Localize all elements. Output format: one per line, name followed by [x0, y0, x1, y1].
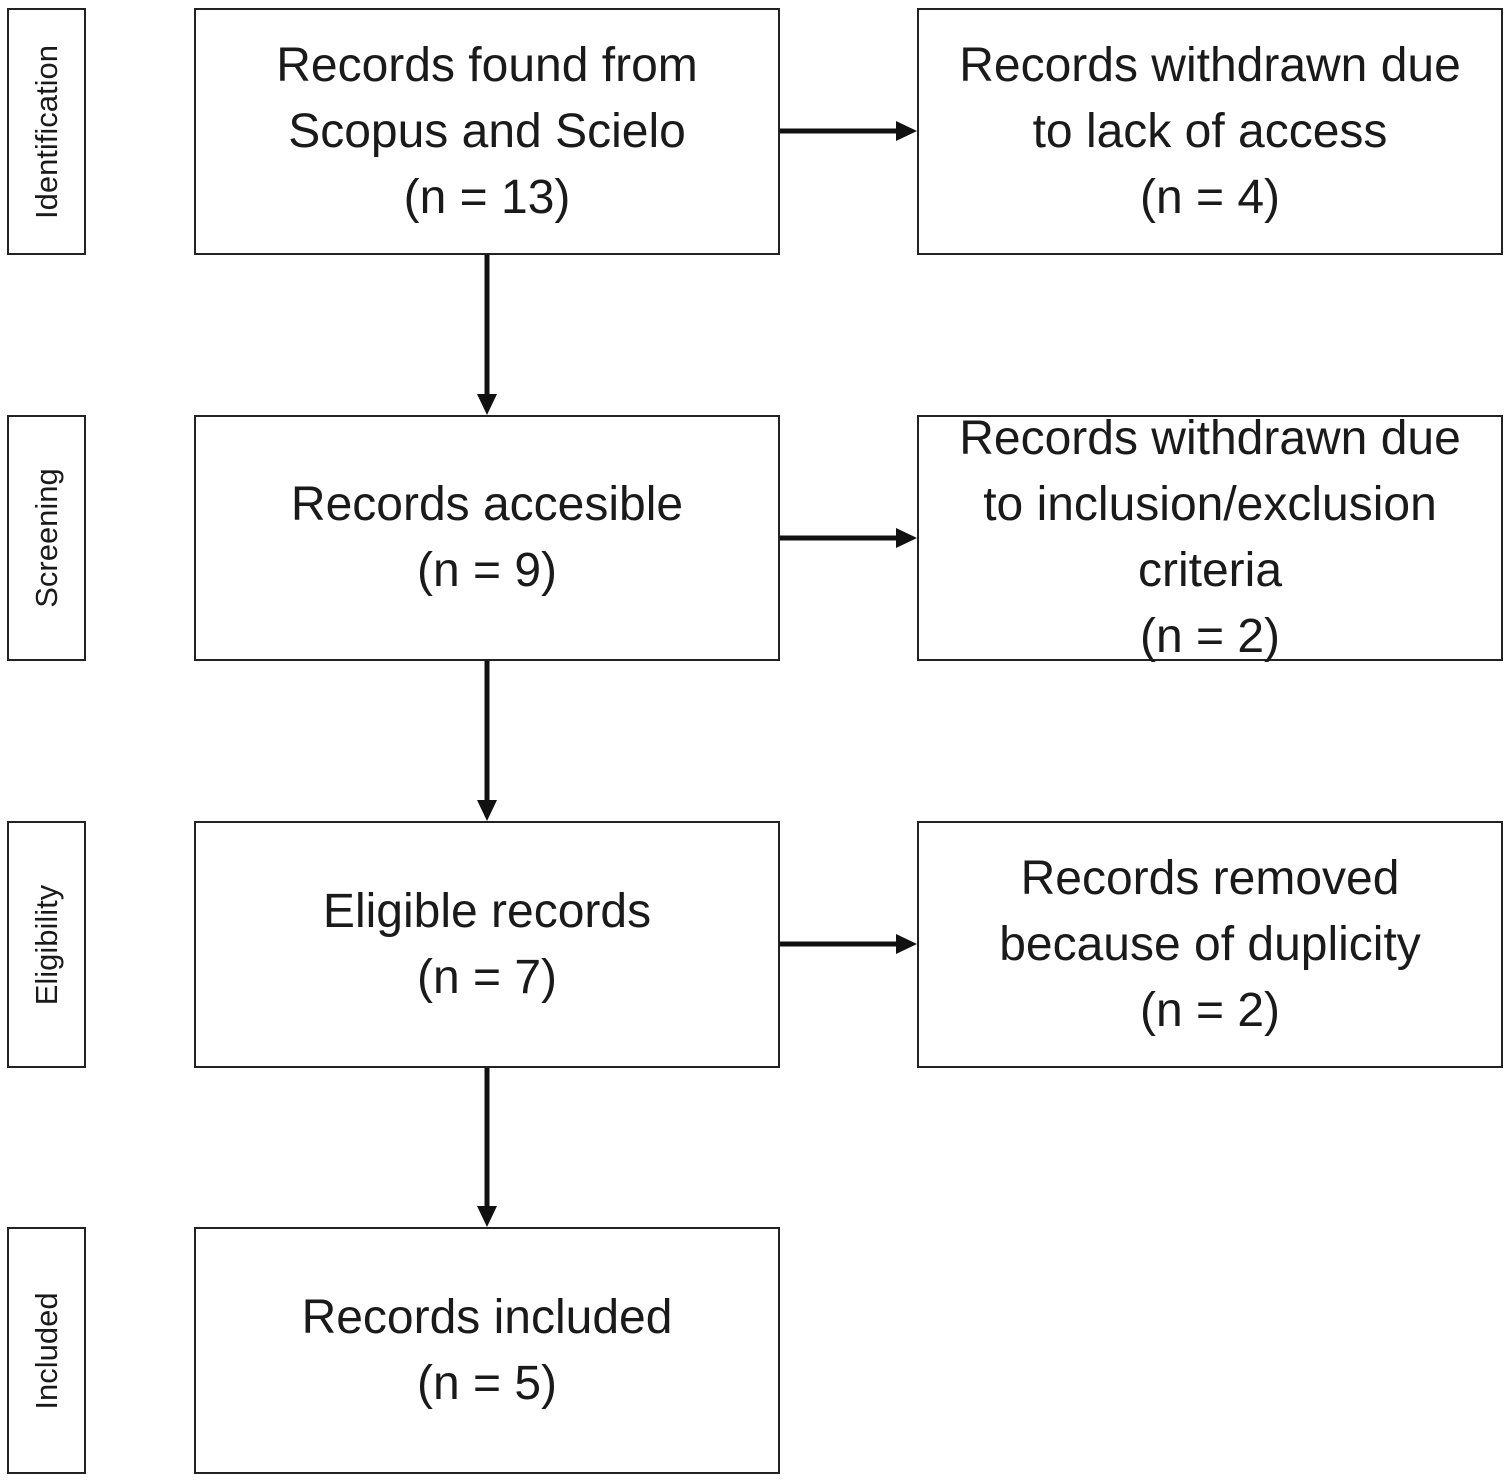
box-count: (n = 2): [1139, 610, 1281, 663]
removed-duplicity-box: Records removed because of duplicity (n …: [917, 821, 1503, 1068]
box-line: Records found from: [276, 38, 698, 92]
box-line: because of duplicity: [999, 917, 1421, 971]
arrowhead-down: [477, 1206, 497, 1227]
arrowhead-right: [896, 528, 917, 548]
box-line: to lack of access: [1032, 104, 1388, 158]
box-line: Records withdrawn due: [959, 38, 1461, 92]
arrowhead-right: [896, 121, 917, 141]
withdrawn-no-access-box: Records withdrawn due to lack of access …: [917, 8, 1503, 255]
box-line: Records withdrawn due: [959, 412, 1461, 465]
stage-identification: Identification: [7, 8, 86, 255]
box-count: (n = 7): [416, 950, 558, 1004]
box-count: (n = 13): [403, 170, 571, 224]
box-count: (n = 4): [1139, 170, 1281, 224]
box-line: Scopus and Scielo: [288, 104, 686, 158]
box-count: (n = 2): [1139, 983, 1281, 1037]
stage-included: Included: [7, 1227, 86, 1474]
records-accessible-box: Records accesible (n = 9): [194, 415, 780, 661]
box-count: (n = 5): [416, 1356, 558, 1410]
arrowhead-down: [477, 800, 497, 821]
arrowhead-right: [896, 934, 917, 954]
withdrawn-criteria-box: Records withdrawn due to inclusion/exclu…: [917, 412, 1503, 663]
records-found-box: Records found from Scopus and Scielo (n …: [194, 8, 780, 255]
eligible-records-box: Eligible records (n = 7): [194, 821, 780, 1068]
box-count: (n = 9): [416, 544, 558, 597]
box-line: criteria: [1137, 544, 1283, 597]
stage-eligibility: Eligibility: [7, 821, 86, 1068]
arrowhead-down: [477, 394, 497, 415]
box-line: Records accesible: [290, 478, 684, 531]
box-line: Records included: [301, 1290, 673, 1344]
stage-screening: Screening: [7, 415, 86, 661]
box-line: to inclusion/exclusion: [983, 478, 1437, 531]
records-included-box: Records included (n = 5): [194, 1227, 780, 1474]
box-line: Eligible records: [322, 884, 652, 938]
box-line: Records removed: [1020, 851, 1400, 905]
